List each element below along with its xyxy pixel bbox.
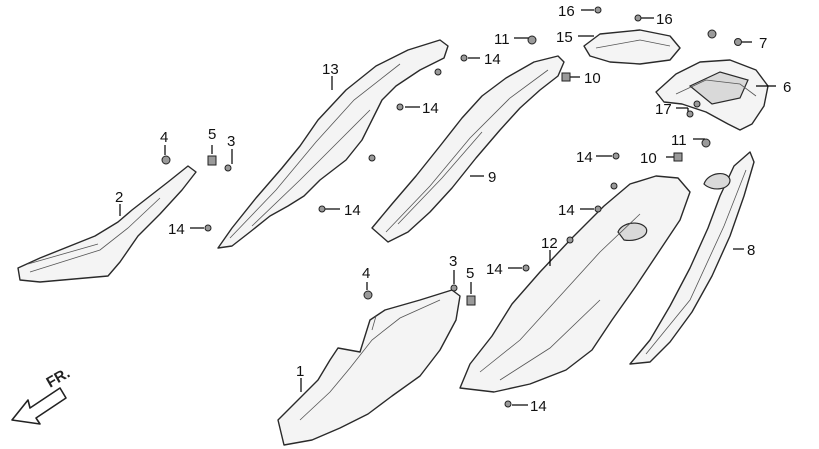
- callout-14: 14: [344, 202, 361, 219]
- fasteners: [161, 6, 742, 408]
- part-12-right-side-cover: [459, 175, 691, 393]
- callout-14: 14: [558, 202, 575, 219]
- part-15-upper-rear-cover: [583, 29, 681, 65]
- part-9-inner-frame-panel: [371, 55, 565, 243]
- part-13-left-rear-panel: [217, 39, 449, 249]
- callout-3: 3: [449, 253, 457, 270]
- callout-14: 14: [168, 221, 185, 238]
- callout-4: 4: [362, 265, 370, 282]
- callout-14: 14: [576, 149, 593, 166]
- callout-7: 7: [759, 35, 767, 52]
- callout-6: 6: [783, 79, 791, 96]
- callout-2: 2: [115, 189, 123, 206]
- callout-11: 11: [671, 132, 687, 149]
- callout-14: 14: [530, 398, 547, 415]
- callout-3: 3: [227, 133, 235, 150]
- callout-16: 16: [558, 3, 575, 20]
- callout-16: 16: [656, 11, 673, 28]
- callout-14: 14: [486, 261, 503, 278]
- callout-9: 9: [488, 169, 496, 186]
- front-direction-indicator: FR.: [11, 365, 73, 425]
- front-arrow-icon: [11, 387, 67, 425]
- callout-8: 8: [747, 242, 755, 259]
- part-6-rear-tail-unit: [655, 59, 769, 131]
- callout-14: 14: [422, 100, 439, 117]
- callout-13: 13: [322, 61, 339, 78]
- callout-5: 5: [208, 126, 216, 143]
- callout-11: 11: [494, 31, 510, 48]
- callout-4: 4: [160, 129, 168, 146]
- part-2-front-trim: [17, 165, 197, 283]
- callout-labels: 1 2 3 3 4 4 5 5 6 7 8 9 10 10 11 11 12 1…: [115, 3, 791, 415]
- part-1-left-lower-cover: [277, 289, 461, 446]
- callout-5: 5: [466, 265, 474, 282]
- front-label: FR.: [44, 365, 73, 392]
- callout-12: 12: [541, 235, 558, 252]
- callout-15: 15: [556, 29, 573, 46]
- part-8-right-tail-strip: [629, 151, 755, 365]
- callout-17: 17: [655, 101, 672, 118]
- callout-10: 10: [640, 150, 657, 167]
- callout-14: 14: [484, 51, 501, 68]
- callout-1: 1: [296, 363, 304, 380]
- callout-10: 10: [584, 70, 601, 87]
